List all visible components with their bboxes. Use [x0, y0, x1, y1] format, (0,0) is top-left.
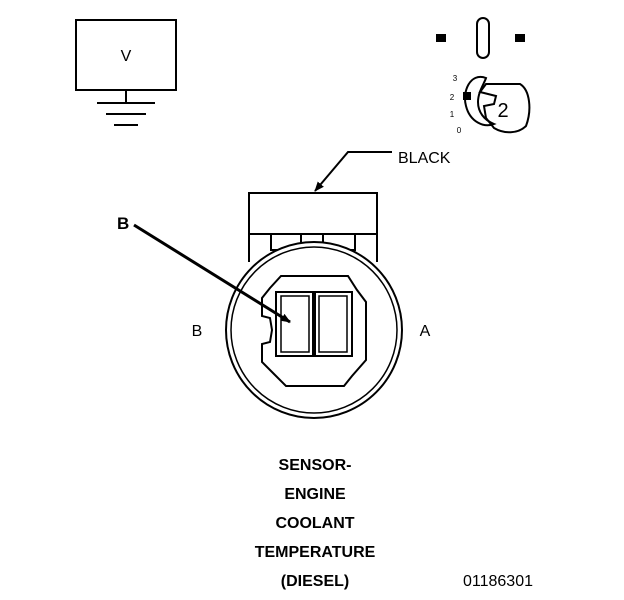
caption-line-4: TEMPERATURE: [255, 544, 376, 561]
selector-pos-1: 1: [450, 110, 455, 119]
connector-housing-top: [248, 192, 378, 235]
voltmeter-symbol: V: [121, 48, 132, 65]
connector-body: [225, 192, 403, 419]
terminal-cavity-b: [275, 291, 314, 357]
figure-id: 01186301: [463, 573, 533, 590]
selector-pos-0: 0: [457, 126, 462, 135]
black-callout: BLACK: [314, 150, 451, 192]
caption: SENSOR- ENGINE COOLANT TEMPERATURE (DIES…: [255, 457, 376, 590]
caption-line-2: ENGINE: [284, 486, 346, 503]
side-label-left: B: [192, 323, 203, 340]
terminal-b-callout: B: [117, 214, 291, 324]
caption-line-1: SENSOR-: [279, 457, 352, 474]
selector-pos-2: 2: [450, 93, 455, 102]
voltmeter-icon: V: [75, 19, 177, 126]
selector-selected-value: 2: [497, 100, 508, 122]
ignition-switch-icon: 3 2 1 0 2: [450, 74, 531, 135]
terminal-callout-label: B: [117, 214, 129, 233]
selector-pos-3: 3: [453, 74, 458, 83]
side-label-right: A: [420, 323, 431, 340]
selector-indicator: [463, 92, 471, 100]
key-pin-icon: [436, 17, 525, 59]
connector-cavity: [261, 275, 367, 387]
connector-color-label: BLACK: [398, 150, 451, 167]
caption-line-5: (DIESEL): [281, 573, 349, 590]
caption-line-3: COOLANT: [275, 515, 354, 532]
terminal-cavity-a: [314, 291, 353, 357]
